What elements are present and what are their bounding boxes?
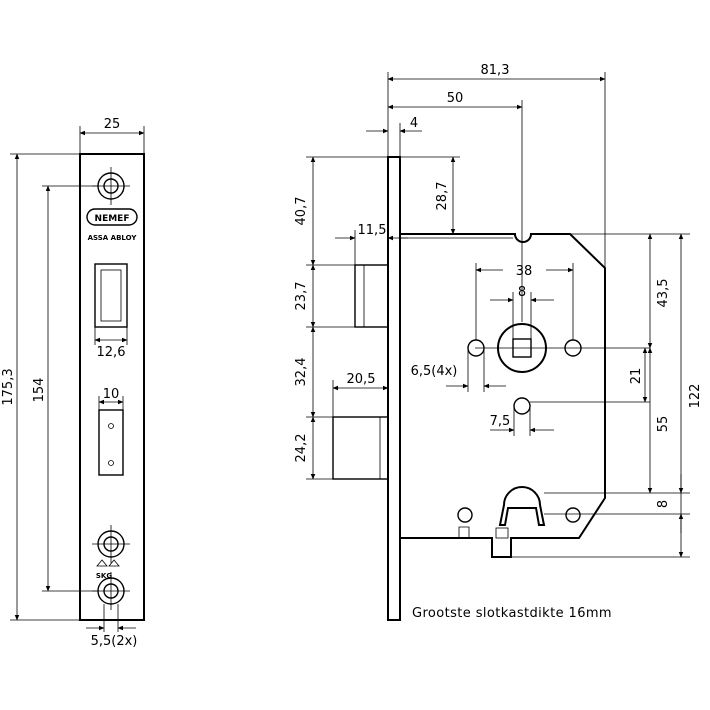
top-screw-hole xyxy=(92,167,130,205)
dim-top-to-notch: 28,7 xyxy=(400,156,462,235)
dim-small-hole: 7,5 xyxy=(490,406,554,436)
dim-cylinder-offset-label: 8 xyxy=(656,500,671,508)
dim-front-width: 25 xyxy=(79,117,145,154)
dim-depth-total: 81,3 xyxy=(387,63,606,268)
latch-opening xyxy=(94,263,128,328)
dim-latch-width: 11,5 xyxy=(335,223,408,265)
dim-case-top-to-spindle: 43,5 xyxy=(570,233,690,349)
front-view: NEMEF ASSA ABLOY SKG xyxy=(1,117,145,649)
dim-rose-spacing: 38 xyxy=(475,263,574,340)
dim-front-height-label: 175,3 xyxy=(1,368,16,405)
dim-case-height-label: 122 xyxy=(688,384,703,409)
dim-opening-lower: 10 xyxy=(98,387,124,410)
dim-front-width-label: 25 xyxy=(104,117,121,132)
cylinder-profile xyxy=(498,486,546,526)
dim-bolt-throw: 20,5 xyxy=(332,372,389,417)
dim-plate-thickness: 4 xyxy=(366,116,422,157)
dim-spindle: 8 xyxy=(490,285,554,339)
dim-case-height: 122 xyxy=(511,233,703,558)
skg-mark: SKG xyxy=(96,559,120,580)
dim-bolt-throw-label: 20,5 xyxy=(347,372,376,387)
dim-latch-width-label: 11,5 xyxy=(358,223,387,238)
skg-text: SKG xyxy=(96,572,112,580)
front-plate xyxy=(387,156,401,621)
dim-cylinder-offset: 8 xyxy=(656,474,684,533)
lock-case-outline xyxy=(400,233,606,558)
dim-depth-total-label: 81,3 xyxy=(481,63,510,78)
dim-opening-upper-label: 12,6 xyxy=(97,345,126,360)
dim-fixing-holes: 6,5(4x) xyxy=(411,348,506,392)
faceplate-outline xyxy=(79,153,145,621)
dim-backset-label: 50 xyxy=(447,91,464,106)
nemef-logo: NEMEF ASSA ABLOY xyxy=(86,208,138,242)
dim-spindle-to-cylinder-label: 55 xyxy=(656,416,671,433)
dim-rose-spacing-label: 38 xyxy=(516,264,533,279)
dim-bolt-height-label: 24,2 xyxy=(294,434,309,463)
dim-spindle-to-cylinder: 55 xyxy=(647,347,671,494)
dim-screw-holes-label: 5,5(2x) xyxy=(91,634,138,649)
dim-opening-lower-label: 10 xyxy=(103,387,120,402)
fixing-hole-bottom-right xyxy=(565,507,581,523)
spindle-hub xyxy=(475,323,650,373)
dim-latch-height-label: 23,7 xyxy=(294,282,309,311)
dim-case-top-to-spindle-label: 43,5 xyxy=(656,279,671,308)
dim-front-height: 175,3 xyxy=(1,153,80,621)
dim-spindle-to-hole: 21 xyxy=(629,347,648,403)
dim-small-hole-label: 7,5 xyxy=(490,414,511,429)
bolt-opening xyxy=(98,409,124,476)
dim-screw-holes: 5,5(2x) xyxy=(86,604,137,649)
dim-gap: 32,4 xyxy=(294,326,333,418)
brand-group: ASSA ABLOY xyxy=(88,234,138,242)
dim-bolt-height: 24,2 xyxy=(294,416,333,480)
side-view: 81,3 50 4 28,7 40,7 xyxy=(294,63,703,621)
deadbolt xyxy=(332,416,389,480)
dim-spindle-label: 8 xyxy=(518,285,526,300)
dim-top-to-notch-label: 28,7 xyxy=(435,182,450,211)
dim-gap-label: 32,4 xyxy=(294,358,309,387)
dim-latch-height: 23,7 xyxy=(294,264,355,328)
latch xyxy=(354,264,389,328)
dim-top-to-case-label: 40,7 xyxy=(294,197,309,226)
dim-spindle-to-hole-label: 21 xyxy=(629,368,644,385)
dim-opening-upper: 12,6 xyxy=(94,327,128,360)
small-hole xyxy=(513,397,650,415)
fixing-hole-bottom-left xyxy=(457,507,473,523)
dim-hole-distance-label: 154 xyxy=(32,378,47,403)
dim-backset: 50 xyxy=(387,91,523,322)
dim-top-to-case: 40,7 xyxy=(294,156,388,266)
dim-fixing-holes-label: 6,5(4x) xyxy=(411,364,458,379)
note-max-case-thickness: Grootste slotkastdikte 16mm xyxy=(412,606,612,621)
brand-name: NEMEF xyxy=(95,214,130,224)
dim-plate-thickness-label: 4 xyxy=(410,116,418,131)
dim-hole-distance: 154 xyxy=(32,185,98,592)
bottom-screw-hole-upper xyxy=(92,525,130,563)
